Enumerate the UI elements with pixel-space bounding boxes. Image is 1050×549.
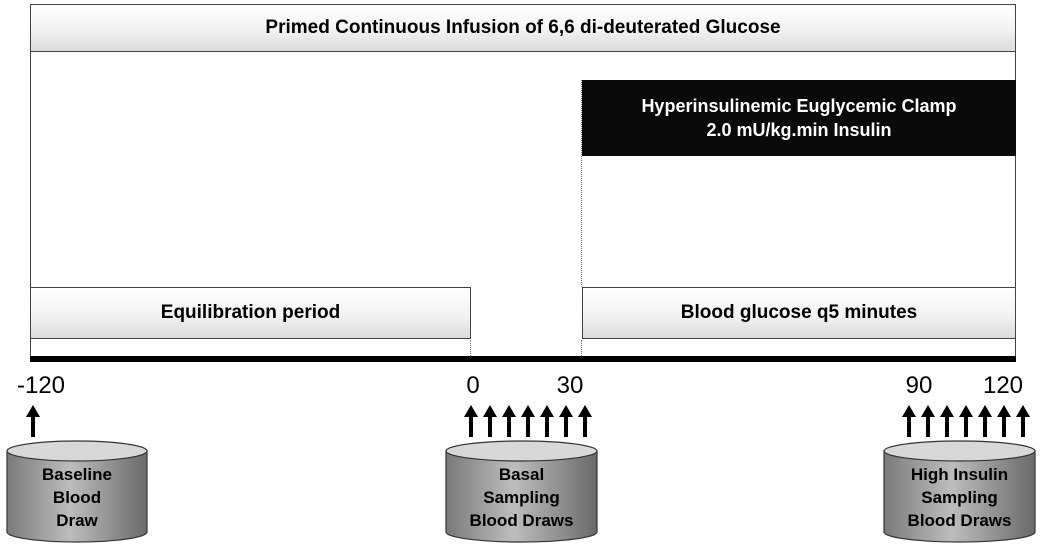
equilibration-period-bar: Equilibration period	[30, 287, 471, 339]
high-insulin-line-1: High Insulin	[910, 464, 1009, 484]
basal-line-1: Basal	[498, 464, 545, 484]
baseline-line-2: Blood	[52, 487, 102, 507]
infusion-bar: Primed Continuous Infusion of 6,6 di-deu…	[30, 4, 1016, 52]
high-insulin-draw-arrows	[902, 405, 1030, 437]
protocol-frame	[30, 52, 1016, 360]
blood-draw-arrow	[940, 405, 954, 437]
infusion-label: Primed Continuous Infusion of 6,6 di-deu…	[265, 17, 781, 38]
blood-draw-arrow	[483, 405, 497, 437]
blood-draw-arrow	[578, 405, 592, 437]
blood-glucose-bar: Blood glucose q5 minutes	[582, 287, 1016, 339]
basal-sampling-cylinder: Basal Sampling Blood Draws	[445, 440, 598, 544]
high-insulin-line-2: Sampling	[921, 487, 998, 507]
basal-line-3: Blood Draws	[469, 510, 574, 530]
blood-draw-arrow	[921, 405, 935, 437]
blood-draw-arrow	[502, 405, 516, 437]
baseline-blood-draw-label: Baseline Blood Draw	[6, 460, 148, 534]
blood-draw-arrow	[540, 405, 554, 437]
divider-time-30-lower	[581, 340, 582, 356]
baseline-line-3: Draw	[56, 510, 98, 530]
basal-line-2: Sampling	[483, 487, 560, 507]
blood-draw-arrow	[521, 405, 535, 437]
blood-draw-arrow	[997, 405, 1011, 437]
cylinder-shape	[883, 440, 1036, 543]
baseline-blood-draw-cylinder: Baseline Blood Draw	[6, 440, 148, 544]
cylinder-shape	[6, 440, 148, 543]
blood-draw-arrow	[1016, 405, 1030, 437]
blood-draw-arrow	[559, 405, 573, 437]
cylinder-shape	[445, 440, 598, 543]
basal-draw-arrows	[464, 405, 592, 437]
divider-time-30-upper	[581, 80, 582, 287]
clamp-dose: 2.0 mU/kg.min Insulin	[706, 120, 892, 140]
blood-draw-arrow	[464, 405, 478, 437]
baseline-line-1: Baseline	[42, 464, 112, 484]
blood-draw-arrow	[26, 405, 40, 437]
blood-draw-arrow	[902, 405, 916, 437]
tick-label-minus-120: -120	[16, 372, 66, 399]
baseline-draw-arrows	[26, 405, 40, 437]
equilibration-label: Equilibration period	[160, 302, 341, 323]
high-insulin-line-3: Blood Draws	[907, 510, 1012, 530]
tick-label-0: 0	[466, 372, 480, 399]
clamp-bar: Hyperinsulinemic Euglycemic Clamp 2.0 mU…	[582, 80, 1016, 156]
blood-draw-arrow	[978, 405, 992, 437]
high-insulin-sampling-cylinder: High Insulin Sampling Blood Draws	[883, 440, 1036, 544]
tick-label-30: 30	[556, 372, 584, 399]
basal-sampling-label: Basal Sampling Blood Draws	[445, 460, 598, 534]
divider-time-0	[470, 340, 471, 356]
timeline-axis	[30, 356, 1016, 362]
high-insulin-sampling-label: High Insulin Sampling Blood Draws	[883, 460, 1036, 534]
blood-glucose-label: Blood glucose q5 minutes	[680, 302, 918, 323]
blood-draw-arrow	[959, 405, 973, 437]
tick-label-90: 90	[905, 372, 933, 399]
tick-label-120: 120	[982, 372, 1024, 399]
clamp-title: Hyperinsulinemic Euglycemic Clamp	[641, 96, 957, 116]
